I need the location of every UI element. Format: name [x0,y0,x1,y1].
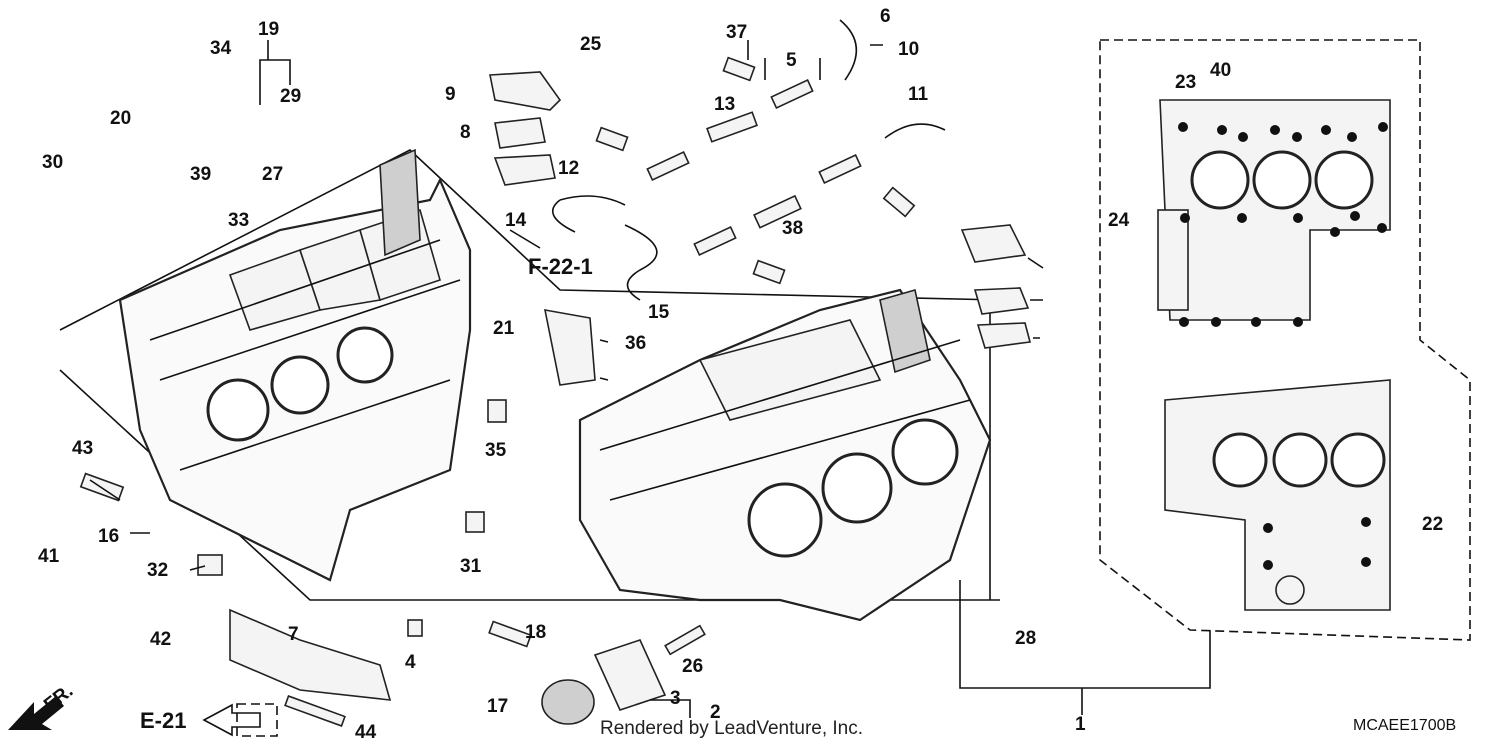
label-43: 43 [72,438,93,459]
label-15: 15 [648,302,670,323]
label-34: 34 [210,38,232,59]
diagram-code: MCAEE1700B [1353,717,1456,734]
label-16: 16 [98,526,119,547]
lower-crankcase [578,288,992,622]
label-40: 40 [1210,60,1231,81]
label-2: 2 [710,702,721,723]
front-arrow-icon [8,696,64,730]
label-17: 17 [487,696,508,717]
label-31: 31 [460,556,482,577]
oil-filter-and-bracket [79,472,706,737]
leader-lines [89,40,1083,718]
label-42: 42 [150,629,171,650]
label-7: 7 [288,624,299,645]
label-22: 22 [1422,514,1443,535]
label-11: 11 [908,84,929,105]
lower-gasket [1164,379,1391,611]
part-labels: 1 2 3 4 5 6 7 8 9 10 11 12 13 14 15 16 1… [38,6,1443,743]
label-10: 10 [898,39,919,60]
hoses-and-fittings [197,19,1032,637]
label-20: 20 [110,108,131,129]
label-32: 32 [147,560,168,581]
e21-arrow-icon [202,703,261,737]
label-39: 39 [190,164,211,185]
label-23: 23 [1175,72,1196,93]
credit-text: Rendered by LeadVenture, Inc. [600,718,863,739]
label-26: 26 [682,656,703,677]
label-41: 41 [38,546,60,567]
label-19: 19 [258,19,279,40]
upper-crankcase [118,148,472,582]
label-25: 25 [580,34,602,55]
ref-e21: E-21 [140,708,186,733]
label-14: 14 [505,210,527,231]
label-18: 18 [525,622,546,643]
label-35: 35 [485,440,507,461]
label-30: 30 [42,152,63,173]
label-9: 9 [445,84,456,105]
label-29: 29 [280,86,301,107]
label-38: 38 [782,218,803,239]
label-44: 44 [355,722,377,743]
gasket-dots [1178,122,1388,570]
label-13: 13 [714,94,735,115]
label-36: 36 [625,333,646,354]
label-8: 8 [460,122,471,143]
label-24: 24 [1108,210,1130,231]
label-21: 21 [493,318,515,339]
label-1: 1 [1075,714,1086,735]
label-3: 3 [670,688,681,709]
label-27: 27 [262,164,283,185]
ref-f22: F-22-1 [528,254,593,279]
label-33: 33 [228,210,249,231]
label-12: 12 [558,158,579,179]
label-5: 5 [786,50,797,71]
upper-gasket [1157,99,1391,321]
label-37: 37 [726,22,747,43]
label-28: 28 [1015,628,1036,649]
label-4: 4 [405,652,416,673]
frame-lines [59,39,1471,689]
label-6: 6 [880,6,891,27]
